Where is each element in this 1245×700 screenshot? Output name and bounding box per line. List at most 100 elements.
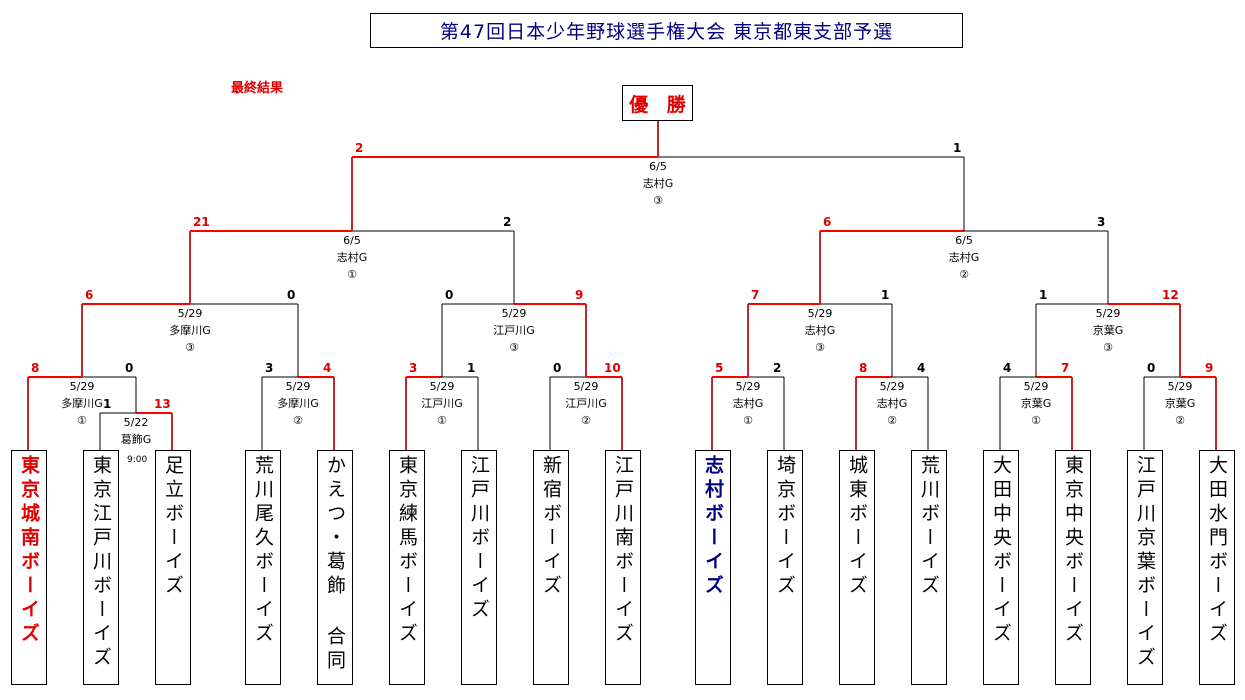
score-right: 0: [287, 288, 296, 302]
team-name: 新宿ボーイズ: [540, 455, 562, 599]
match-game: ①: [77, 414, 87, 427]
score-left: 3: [409, 361, 418, 375]
score-left: 6: [85, 288, 94, 302]
team-box: 江戸川京葉ボーイズ: [1127, 450, 1163, 685]
score-right: 4: [323, 361, 332, 375]
score-right: 12: [1162, 288, 1179, 302]
match-game: ③: [815, 341, 825, 354]
match-date: 5/29: [429, 380, 455, 393]
score-right: 1: [467, 361, 476, 375]
match-time: 9:00: [127, 455, 148, 465]
match-game: ③: [185, 341, 195, 354]
match-date: 5/29: [285, 380, 311, 393]
score-left: 4: [1003, 361, 1012, 375]
team-box: 埼京ボーイズ: [767, 450, 803, 685]
match-info: 6/5 志村G ①: [312, 232, 392, 283]
team-name: 足立ボーイズ: [162, 455, 184, 599]
team-name: 東京中央ボーイズ: [1062, 455, 1084, 647]
team-name: 大田水門ボーイズ: [1206, 455, 1228, 647]
team-name: 江戸川南ボーイズ: [612, 455, 634, 647]
team-box: 東京中央ボーイズ: [1055, 450, 1091, 685]
match-date: 5/29: [735, 380, 761, 393]
team-box: 江戸川ボーイズ: [461, 450, 497, 685]
match-date: 6/5: [343, 234, 361, 247]
match-venue: 江戸川G: [493, 324, 535, 337]
score-right: 10: [604, 361, 621, 375]
match-date: 6/5: [955, 234, 973, 247]
match-game: ①: [743, 414, 753, 427]
team-box: 足立ボーイズ: [155, 450, 191, 685]
score-left: 0: [553, 361, 562, 375]
team-box: 新宿ボーイズ: [533, 450, 569, 685]
team-name: 荒川尾久ボーイズ: [252, 455, 274, 647]
score-right: 4: [917, 361, 926, 375]
match-game: ①: [347, 268, 357, 281]
team-name: 江戸川ボーイズ: [468, 455, 490, 623]
match-venue: 江戸川G: [565, 397, 607, 410]
match-date: 5/29: [573, 380, 599, 393]
score-left: 0: [1147, 361, 1156, 375]
match-venue: 志村G: [804, 324, 836, 337]
score-right: 2: [503, 215, 512, 229]
match-date: 5/29: [1023, 380, 1049, 393]
score-right: 9: [575, 288, 584, 302]
match-game: ①: [1031, 414, 1041, 427]
match-venue: 多摩川G: [277, 397, 319, 410]
team-name: 城東ボーイズ: [846, 455, 868, 599]
score-right: 1: [881, 288, 890, 302]
match-info: 5/29 志村G ③: [780, 305, 860, 356]
score-left: 2: [355, 141, 364, 155]
score-right: 1: [953, 141, 962, 155]
winner-box: 優 勝: [622, 85, 693, 121]
match-game: ②: [1175, 414, 1185, 427]
team-name: 大田中央ボーイズ: [990, 455, 1012, 647]
match-date: 5/29: [69, 380, 95, 393]
match-game: ①: [437, 414, 447, 427]
team-box: 荒川ボーイズ: [911, 450, 947, 685]
team-box: 大田中央ボーイズ: [983, 450, 1019, 685]
team-name: 江戸川京葉ボーイズ: [1134, 455, 1156, 671]
score-right: 3: [1097, 215, 1106, 229]
match-venue: 多摩川G: [61, 397, 103, 410]
match-date: 5/29: [807, 307, 833, 320]
team-name: 東京江戸川ボーイズ: [90, 455, 112, 671]
score-left: 3: [265, 361, 274, 375]
match-venue: 志村G: [876, 397, 908, 410]
match-date: 5/29: [879, 380, 905, 393]
match-info: 5/29 多摩川G ①: [42, 378, 122, 429]
match-date: 6/5: [649, 160, 667, 173]
team-name: 志村ボーイズ: [702, 455, 724, 599]
match-venue: 志村G: [336, 251, 368, 264]
team-box: 大田水門ボーイズ: [1199, 450, 1235, 685]
score-left: 8: [859, 361, 868, 375]
team-name: 東京城南ボーイズ: [18, 455, 40, 647]
status-label: 最終結果: [231, 81, 284, 96]
score-right: 0: [125, 361, 134, 375]
team-name: 埼京ボーイズ: [774, 455, 796, 599]
match-venue: 志村G: [732, 397, 764, 410]
match-info: 5/29 志村G ①: [708, 378, 788, 429]
match-date: 5/29: [501, 307, 527, 320]
match-game: ③: [1103, 341, 1113, 354]
score-left: 6: [823, 215, 832, 229]
team-name: 東京練馬ボーイズ: [396, 455, 418, 647]
score-left: 1: [1039, 288, 1048, 302]
match-date: 5/29: [177, 307, 203, 320]
match-venue: 志村G: [948, 251, 980, 264]
team-box: 志村ボーイズ: [695, 450, 731, 685]
match-game: ②: [581, 414, 591, 427]
score-left: 7: [751, 288, 760, 302]
match-date: 5/22: [123, 416, 149, 429]
tournament-title: 第47回日本少年野球選手権大会 東京都東支部予選: [370, 13, 963, 48]
score-left: 0: [445, 288, 454, 302]
match-date: 5/29: [1167, 380, 1193, 393]
